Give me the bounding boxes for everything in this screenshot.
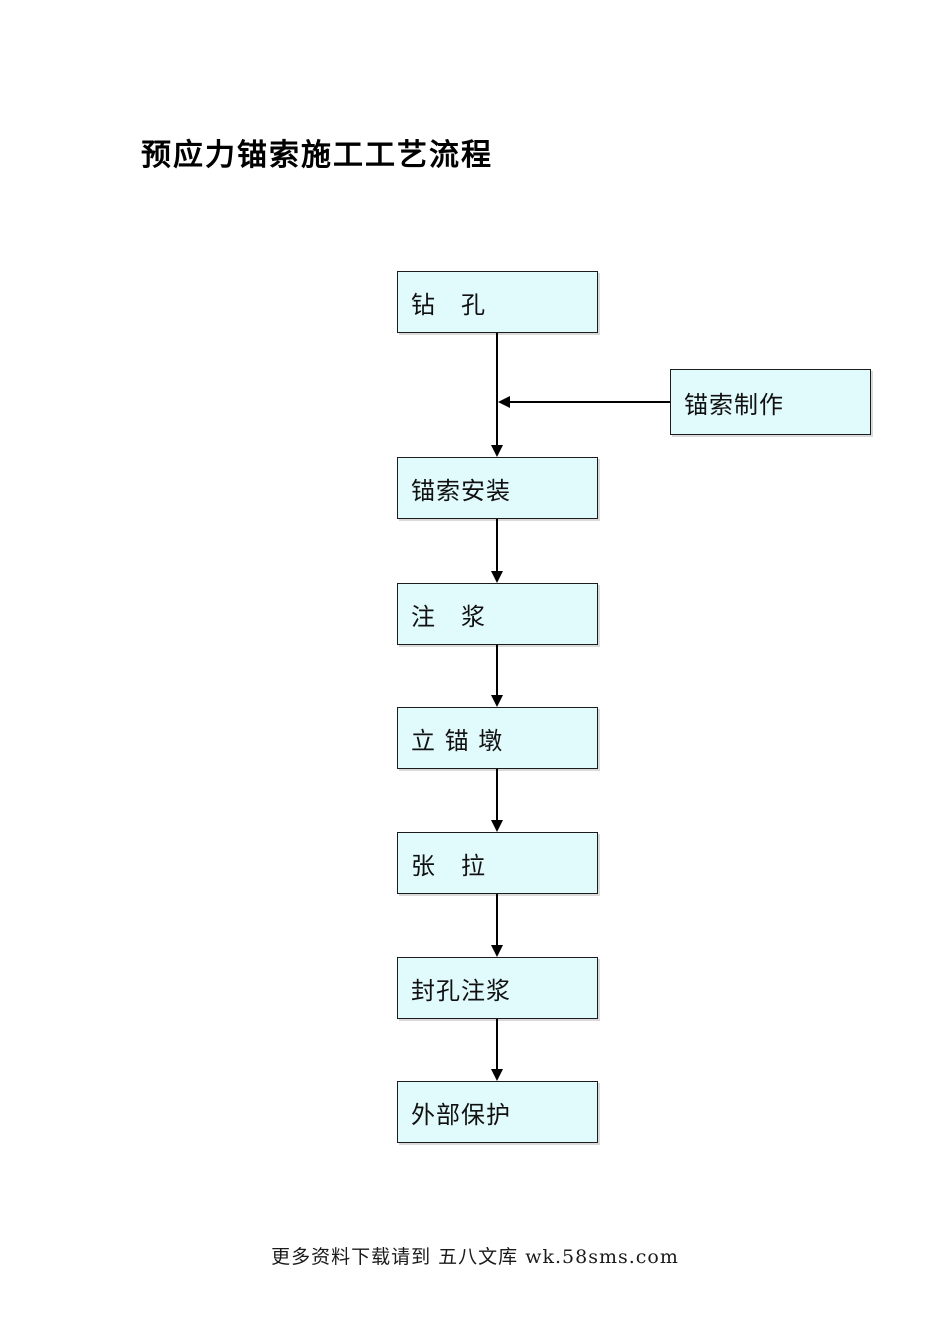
- flow-step-grouting-label: 注 浆: [411, 602, 486, 631]
- flow-step-anchor-installation: 锚索安装: [397, 457, 598, 519]
- flow-step-drilling: 钻 孔: [397, 271, 598, 333]
- flow-step-hole-sealing-grouting-label: 封孔注浆: [411, 976, 511, 1005]
- connector-line-5: [496, 894, 498, 945]
- connector-line-side: [508, 401, 670, 403]
- connector-line-3: [496, 645, 498, 695]
- flow-step-anchor-pier: 立 锚 墩: [397, 707, 598, 769]
- flow-step-anchor-installation-label: 锚索安装: [411, 476, 511, 505]
- flow-step-anchor-pier-label: 立 锚 墩: [411, 726, 504, 755]
- connector-line-6: [496, 1019, 498, 1069]
- arrow-down-icon-2: [491, 571, 503, 583]
- page-title: 预应力锚索施工工艺流程: [141, 138, 493, 173]
- flow-step-external-protection-label: 外部保护: [411, 1100, 511, 1129]
- flow-step-tensioning-label: 张 拉: [411, 851, 486, 880]
- flow-step-external-protection: 外部保护: [397, 1081, 598, 1143]
- connector-line-2: [496, 519, 498, 571]
- flow-step-grouting: 注 浆: [397, 583, 598, 645]
- flow-step-tensioning: 张 拉: [397, 832, 598, 894]
- arrow-left-icon: [498, 396, 510, 408]
- connector-line-4: [496, 769, 498, 820]
- arrow-down-icon-3: [491, 695, 503, 707]
- connector-line-1: [496, 333, 498, 446]
- flow-step-anchor-fabrication: 锚索制作: [670, 369, 871, 435]
- flow-step-drilling-label: 钻 孔: [411, 290, 486, 319]
- arrow-down-icon-6: [491, 1069, 503, 1081]
- arrow-down-icon-5: [491, 945, 503, 957]
- flow-step-hole-sealing-grouting: 封孔注浆: [397, 957, 598, 1019]
- arrow-down-icon-1: [491, 445, 503, 457]
- page-footer: 更多资料下载请到 五八文库 wk.58sms.com: [271, 1246, 679, 1268]
- flow-step-anchor-fabrication-label: 锚索制作: [684, 390, 784, 419]
- arrow-down-icon-4: [491, 820, 503, 832]
